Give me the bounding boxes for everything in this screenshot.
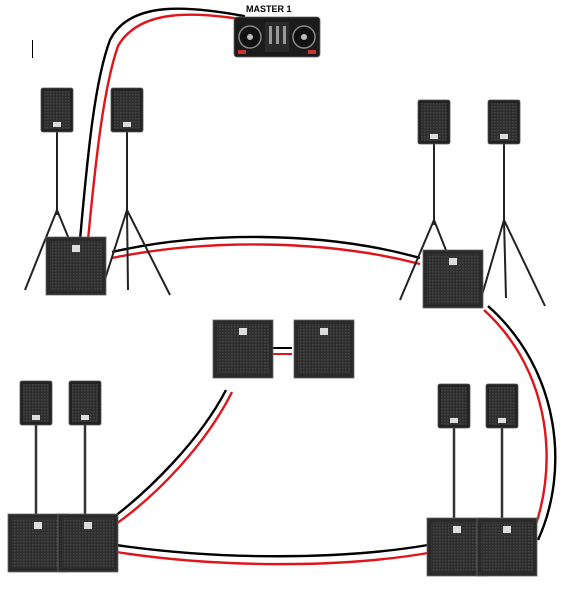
subwoofer-icon xyxy=(57,513,119,573)
subwoofer-icon xyxy=(212,319,274,379)
pa-speaker-icon xyxy=(19,380,53,426)
cable-left-sub-to-right-sub xyxy=(111,235,421,266)
pa-speaker-icon xyxy=(487,99,521,145)
pa-speaker-icon xyxy=(485,383,519,429)
subwoofer-icon xyxy=(422,249,484,309)
subwoofer-icon xyxy=(476,517,538,577)
tripod-stand-icon xyxy=(99,132,171,296)
top-left-array xyxy=(24,87,171,296)
cable-center-subs-to-bottom-left xyxy=(109,347,292,525)
cable-right-sub-to-bottom-right xyxy=(483,305,557,541)
pa-speaker-icon xyxy=(68,380,102,426)
pa-speaker-icon xyxy=(110,87,144,133)
bottom-left-array xyxy=(7,380,119,573)
text-cursor xyxy=(32,40,33,58)
pa-speaker-icon xyxy=(417,99,451,145)
pa-speaker-icon xyxy=(437,383,471,429)
cable-bottom-left-to-bottom-right xyxy=(115,543,429,566)
top-right-array xyxy=(399,99,546,309)
bottom-right-array xyxy=(426,383,538,577)
tripod-stand-icon xyxy=(479,142,546,307)
subwoofer-icon xyxy=(293,319,355,379)
controller-label: MASTER 1 xyxy=(246,4,292,14)
pa-speaker-icon xyxy=(40,87,74,133)
subwoofer-icon xyxy=(45,236,107,296)
cable-master-to-left-array xyxy=(78,7,249,242)
dj-controller-icon xyxy=(233,16,321,58)
